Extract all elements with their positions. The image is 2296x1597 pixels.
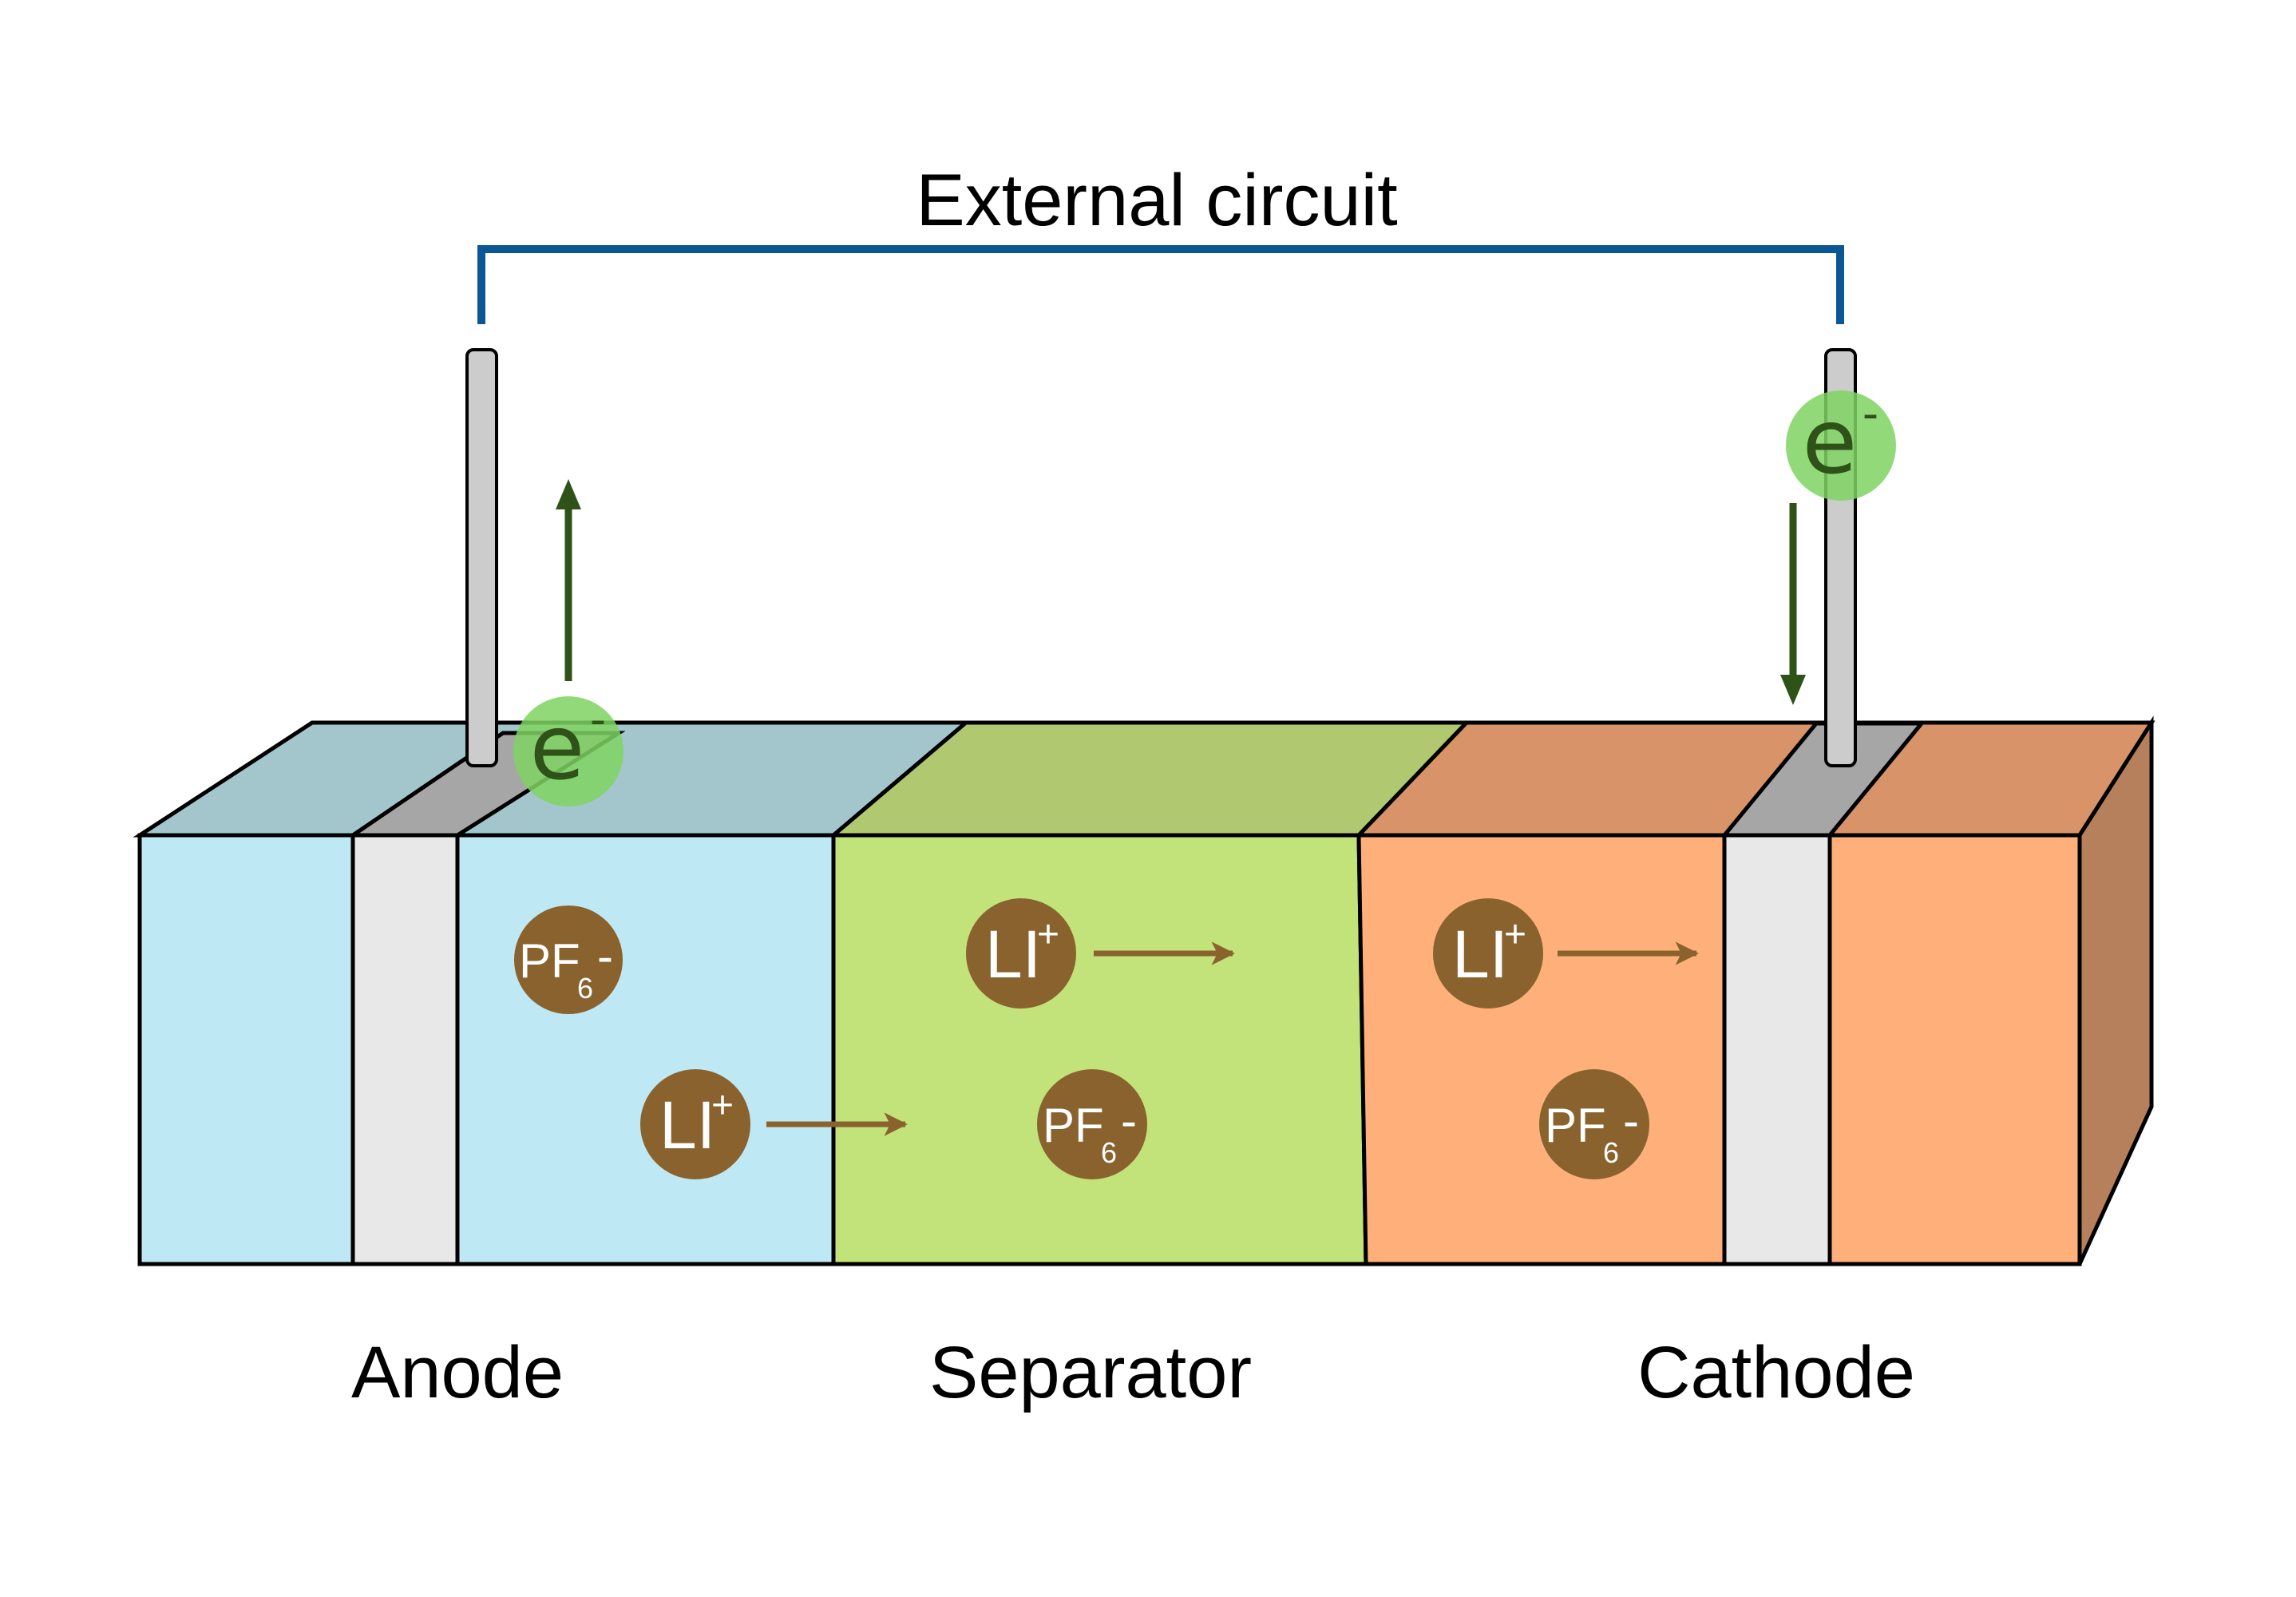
- svg-text:LI: LI: [985, 917, 1041, 992]
- svg-text:+: +: [1504, 913, 1526, 956]
- svg-text:6: 6: [1101, 1136, 1117, 1169]
- external-circuit-wire: [477, 245, 1844, 324]
- anode-current-collector: [350, 833, 460, 1266]
- svg-text:+: +: [711, 1084, 734, 1127]
- external-circuit-title: External circuit: [916, 160, 1397, 241]
- electron-down-arrow: [1780, 503, 1806, 705]
- svg-text:-: -: [1121, 1094, 1137, 1147]
- separator-front: [831, 833, 1368, 1266]
- li-ion-cathode: LI +: [1433, 898, 1543, 1009]
- anode-label: Anode: [351, 1332, 564, 1413]
- pf6-ion-anode: PF 6 -: [514, 905, 623, 1014]
- svg-text:LI: LI: [659, 1088, 715, 1163]
- svg-text:PF: PF: [1545, 1099, 1606, 1152]
- li-ion-anode: LI +: [640, 1069, 750, 1179]
- li-ion-separator: LI +: [966, 898, 1076, 1009]
- svg-text:+: +: [1037, 913, 1059, 956]
- svg-text:6: 6: [577, 972, 593, 1005]
- separator-label: Separator: [929, 1332, 1252, 1413]
- svg-text:-: -: [597, 929, 613, 983]
- pf6-ion-cathode: PF 6 -: [1539, 1069, 1649, 1179]
- electron-up-arrow: [556, 479, 581, 681]
- cathode-label: Cathode: [1637, 1332, 1915, 1413]
- svg-text:6: 6: [1603, 1136, 1619, 1169]
- svg-text:-: -: [1863, 388, 1878, 440]
- anode-terminal: [465, 348, 498, 767]
- svg-text:-: -: [1623, 1094, 1639, 1147]
- svg-text:-: -: [590, 694, 606, 746]
- svg-text:LI: LI: [1452, 917, 1508, 992]
- pf6-ion-separator: PF 6 -: [1037, 1069, 1147, 1179]
- cathode-front-right: [1827, 833, 2082, 1266]
- cathode-front-left: [1356, 833, 1727, 1266]
- svg-text:PF: PF: [519, 934, 580, 988]
- anode-front-right: [455, 833, 836, 1266]
- cathode-current-collector: [1722, 833, 1832, 1266]
- svg-text:e: e: [1803, 390, 1858, 494]
- svg-text:e: e: [530, 696, 585, 800]
- electron-anode: e -: [513, 694, 623, 806]
- electron-cathode: e -: [1786, 388, 1896, 501]
- svg-text:PF: PF: [1043, 1099, 1104, 1152]
- anode-front-left: [137, 833, 355, 1266]
